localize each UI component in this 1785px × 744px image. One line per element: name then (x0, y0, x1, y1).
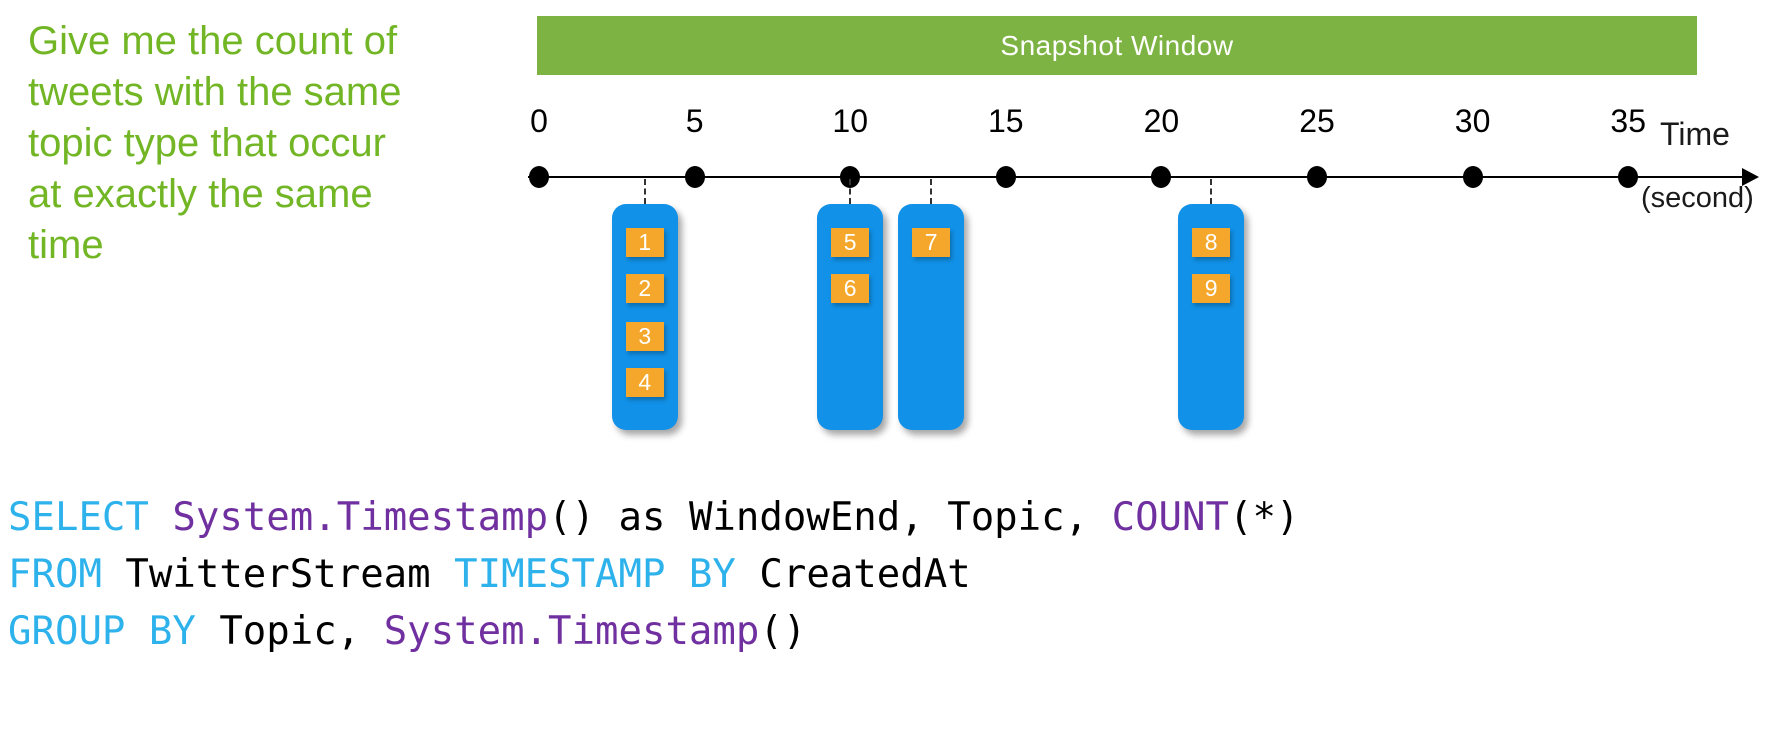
sql-token: GROUP BY (8, 609, 196, 654)
event-badge: 4 (625, 368, 664, 397)
prompt-line: at exactly the same (28, 172, 373, 216)
snapshot-window-banner: Snapshot Window (537, 16, 1697, 75)
timeline-axis (528, 176, 1744, 178)
prompt-line: Give me the count of (28, 19, 398, 63)
sql-token: (*) (1229, 495, 1300, 540)
tick-dot (1618, 166, 1639, 188)
tick-label: 35 (1610, 103, 1646, 139)
event-badge: 5 (831, 228, 870, 257)
sql-token: TwitterStream (101, 552, 455, 597)
tick-dot (1462, 166, 1483, 188)
axis-unit: (second) (1641, 182, 1754, 214)
prompt-line: time (28, 223, 104, 267)
dashed-connector (1210, 179, 1213, 204)
tick-dot (840, 166, 861, 188)
dashed-connector (643, 179, 646, 204)
sql-token: Topic, (195, 609, 384, 654)
arrow-right-icon (1742, 168, 1759, 186)
tick-dot (1151, 166, 1172, 188)
sql-query: SELECT System.Timestamp() as WindowEnd, … (8, 489, 1299, 660)
prompt-text: Give me the count of tweets with the same… (28, 16, 402, 271)
tick-label: 15 (988, 103, 1024, 139)
event-badge: 3 (625, 322, 664, 351)
sql-token: FROM (8, 552, 102, 597)
tick-dot (529, 166, 549, 188)
sql-line: GROUP BY Topic, System.Timestamp() (8, 603, 1299, 660)
event-group-box: 7 (898, 204, 965, 430)
sql-token (149, 495, 172, 540)
event-badge: 1 (625, 228, 664, 257)
tick-label: 10 (832, 103, 868, 139)
prompt-line: tweets with the same (28, 70, 402, 114)
event-group-box: 1 2 3 4 (611, 204, 678, 430)
sql-token: System.Timestamp (172, 495, 549, 540)
sql-line: SELECT System.Timestamp() as WindowEnd, … (8, 489, 1299, 546)
sql-line: FROM TwitterStream TIMESTAMP BY CreatedA… (8, 546, 1299, 603)
tick-dot (684, 166, 705, 188)
event-badge: 8 (1192, 228, 1231, 257)
sql-token: () as WindowEnd, Topic, (548, 495, 1112, 540)
sql-token: SELECT (8, 495, 149, 540)
tick-dot (1307, 166, 1327, 188)
tick-dot (995, 166, 1016, 188)
event-badge: 2 (625, 274, 664, 303)
event-badge: 6 (831, 274, 870, 303)
snapshot-window-label: Snapshot Window (1000, 29, 1234, 61)
axis-title: Time (1660, 116, 1730, 152)
sql-token: CreatedAt (735, 552, 971, 597)
tick-label: 25 (1299, 103, 1335, 139)
tick-label: 20 (1143, 103, 1180, 139)
sql-token: () (759, 609, 807, 654)
prompt-line: topic type that occur (28, 121, 386, 165)
tick-label: 30 (1454, 103, 1491, 139)
dashed-connector (849, 179, 852, 204)
sql-token: TIMESTAMP BY (454, 552, 736, 597)
sql-token: COUNT (1111, 495, 1229, 540)
event-badge: 9 (1192, 274, 1231, 303)
dashed-connector (930, 179, 933, 204)
sql-token: System.Timestamp (383, 609, 760, 654)
event-badge: 7 (912, 228, 951, 257)
tick-label: 0 (530, 103, 548, 139)
tick-label: 5 (685, 103, 704, 139)
